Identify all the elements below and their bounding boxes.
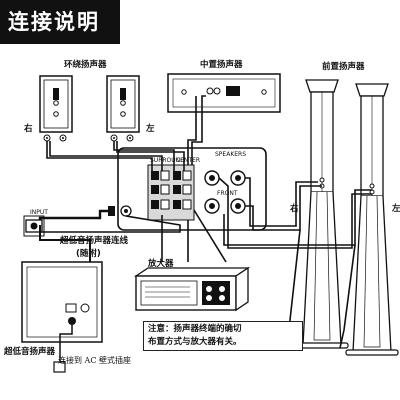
note-line-1: 注意：扬声器终端的确切 — [148, 324, 242, 334]
right-surround-label: 右 — [24, 124, 33, 134]
right-front-label: 右 — [290, 204, 299, 214]
note-line-2: 布置方式与放大器有关。 — [148, 337, 242, 347]
front-speaker-left — [345, 83, 399, 356]
panel-center-tag: CENTER — [176, 157, 201, 164]
panel-speakers-tag: SPEAKERS — [215, 151, 247, 158]
subwoofer-label: 超低音扬声器 — [4, 347, 56, 357]
speaker-wires — [38, 95, 372, 349]
center-speaker — [167, 73, 281, 113]
front-speaker-label: 前置扬声器 — [322, 62, 365, 72]
surround-speaker-left — [106, 75, 140, 142]
amplifier-unit — [133, 266, 251, 312]
surround-speaker-right — [39, 75, 73, 142]
panel-front-tag: FRONT — [217, 190, 238, 197]
left-front-label: 左 — [392, 204, 400, 214]
subwoofer-box — [21, 225, 103, 373]
front-speaker-right — [295, 79, 349, 349]
left-surround-label: 左 — [146, 124, 155, 134]
speaker-terminal-panel — [108, 147, 267, 231]
subwoofer-cable-label: 超低音扬声器连线 — [60, 236, 129, 246]
ac-outlet-label: 连接到 AC 壁式插座 — [58, 356, 131, 365]
subwoofer-plug — [23, 215, 45, 237]
surround-speaker-label: 环绕扬声器 — [64, 60, 107, 70]
panel-surround-tag: SURROUND — [150, 157, 185, 164]
page-title: 连接说明 — [0, 0, 120, 44]
panel-input-tag: INPUT — [30, 209, 48, 216]
subwoofer-cable-note: (随附) — [76, 249, 101, 259]
terminal-note-box: 注意：扬声器终端的确切 布置方式与放大器有关。 — [143, 321, 303, 351]
center-speaker-label: 中置扬声器 — [200, 60, 243, 70]
amplifier-label: 放大器 — [148, 259, 174, 269]
